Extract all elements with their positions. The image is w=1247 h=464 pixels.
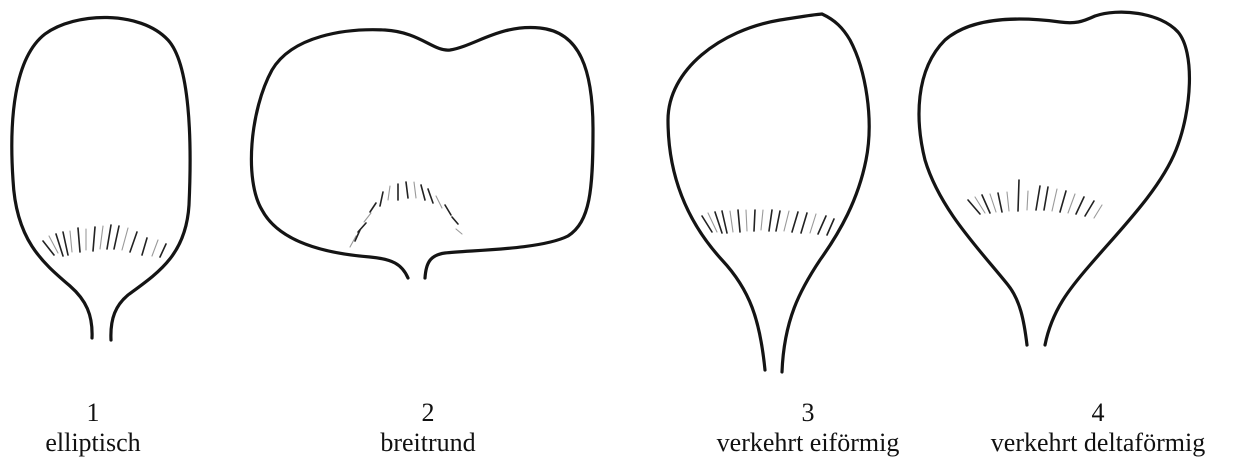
petal-3-number: 3 [717,398,900,428]
petal-1-elliptic [12,17,190,340]
petal-3-outline [668,14,869,372]
petal-1-outline [12,17,190,340]
petal-3-name: verkehrt eiförmig [717,428,900,458]
petal-4-obdeltoid [919,12,1189,345]
petal-3-nectar-marks [702,210,834,235]
petal-2-nectar-marks [350,182,462,247]
petal-1-name: elliptisch [45,428,140,458]
petal-2-caption: 2 breitrund [380,398,475,458]
petal-2-outline [251,28,593,278]
petal-2-broad-round [251,28,593,278]
petal-4-name: verkehrt deltaförmig [991,428,1205,458]
petal-4-nectar-marks [968,180,1102,218]
petal-3-caption: 3 verkehrt eiförmig [717,398,900,458]
petal-1-nectar-marks [43,225,166,257]
petal-2-name: breitrund [380,428,475,458]
petal-3-obovate [668,14,869,372]
petal-4-number: 4 [991,398,1205,428]
petal-1-caption: 1 elliptisch [45,398,140,458]
petal-1-number: 1 [45,398,140,428]
petal-4-caption: 4 verkehrt deltaförmig [991,398,1205,458]
petal-2-number: 2 [380,398,475,428]
petal-4-outline [919,12,1189,345]
